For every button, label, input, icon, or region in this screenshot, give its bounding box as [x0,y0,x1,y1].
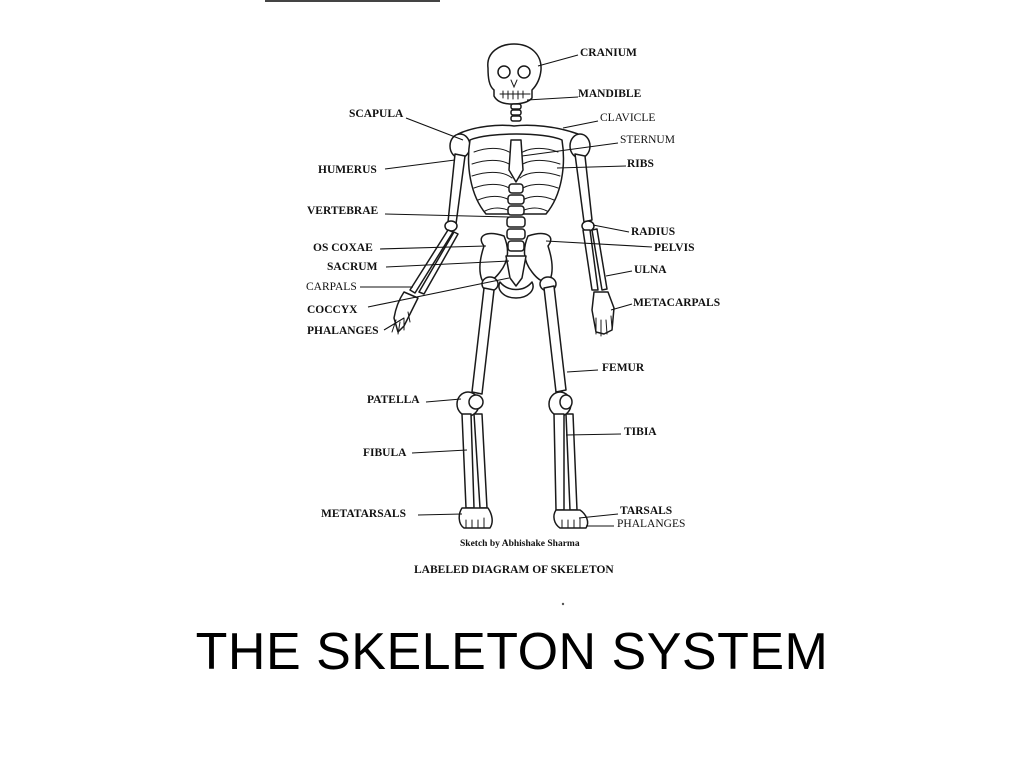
cervical-spine [510,103,522,122]
label-carpals: CARPALS [306,281,357,293]
diagram-caption: LABELED DIAGRAM OF SKELETON [414,564,614,576]
label-phalanges-foot: PHALANGES [617,518,685,530]
label-sacrum: SACRUM [327,261,378,273]
pelvis-shape [479,232,553,299]
label-vertebrae: VERTEBRAE [307,205,378,217]
skull [487,43,542,105]
slide-title: THE SKELETON SYSTEM [195,623,829,681]
scan-speck [561,602,565,606]
label-metacarpals: METACARPALS [633,297,720,309]
label-scapula: SCAPULA [349,108,404,120]
label-patella: PATELLA [367,394,420,406]
label-radius: RADIUS [631,226,675,238]
label-os-coxae: OS COXAE [313,242,373,254]
spine [506,183,526,252]
label-tarsals: TARSALS [620,505,672,517]
label-ribs: RIBS [627,158,654,170]
label-cranium: CRANIUM [580,47,637,59]
label-coccyx: COCCYX [307,304,358,316]
bone-labels: CRANIUM MANDIBLE CLAVICLE STERNUM RIBS S… [306,47,720,530]
label-mandible: MANDIBLE [578,88,642,100]
label-sternum: STERNUM [620,134,675,146]
label-humerus: HUMERUS [318,164,377,176]
label-femur: FEMUR [602,362,645,374]
label-fibula: FIBULA [363,447,407,459]
label-tibia: TIBIA [624,426,657,438]
leader-lines [360,54,653,527]
label-clavicle: CLAVICLE [600,112,655,124]
label-ulna: ULNA [634,264,667,276]
left-arm [391,153,466,335]
label-phalanges-hand: PHALANGES [307,325,379,337]
label-pelvis: PELVIS [654,242,695,254]
clavicle-shape [457,124,579,135]
skeleton-illustration [391,43,615,529]
left-leg [456,276,499,529]
right-leg [539,276,589,529]
label-metatarsals: METATARSALS [321,508,406,520]
sketch-credit: Sketch by Abhishake Sharma [460,539,580,549]
